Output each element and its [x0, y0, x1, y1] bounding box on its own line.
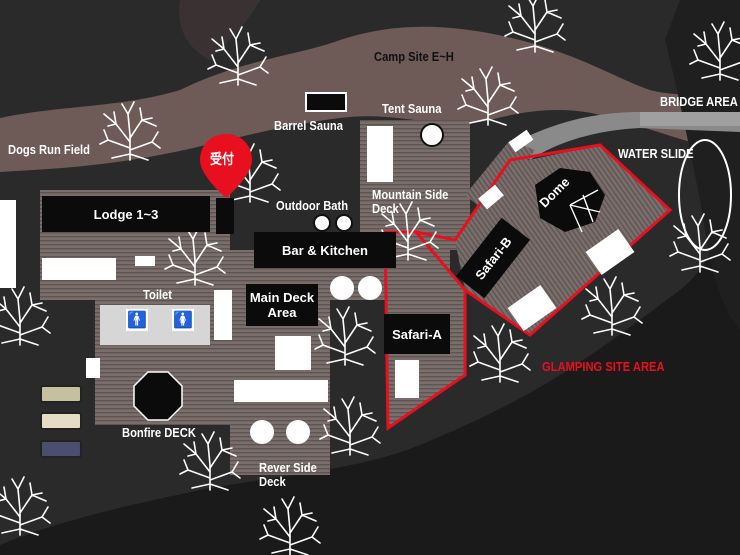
glamping-outline: [412, 143, 673, 337]
ground-band-upper: [0, 26, 740, 173]
lodge-annex: [42, 258, 116, 280]
river-deck-structure: [234, 380, 328, 402]
reception-label: 受付: [210, 151, 235, 167]
toilet-label: Toilet: [143, 287, 172, 302]
safari-a-tent[interactable]: Safari-A: [384, 314, 450, 354]
table-round-3: [250, 420, 274, 444]
river: [0, 190, 740, 555]
tent-sauna-round: [420, 123, 444, 147]
safari-a-label: Safari-A: [392, 326, 442, 342]
bar-kitchen-label: Bar & Kitchen: [282, 242, 368, 258]
table-round-1: [330, 276, 354, 300]
barrel-sauna-label: Barrel Sauna: [274, 118, 343, 133]
mountain-side-deck-label: Mountain Side Deck: [372, 187, 449, 216]
main-deck-building[interactable]: Main Deck Area: [246, 284, 318, 326]
bonfire-deck-label: Bonfire DECK: [122, 425, 196, 440]
stairs: [214, 290, 232, 340]
bonfire-pit[interactable]: [133, 371, 183, 421]
female-toilet-icon: 🚺: [172, 309, 194, 331]
bar-kitchen-building[interactable]: Bar & Kitchen: [254, 232, 396, 268]
glamping-deck: [455, 145, 670, 335]
parked-car: [40, 412, 82, 430]
barrel-sauna-building[interactable]: [305, 92, 347, 112]
parked-car: [40, 385, 82, 403]
river-side-deck-label: Rever Side Deck: [259, 460, 317, 489]
lodge-label: Lodge 1~3: [93, 206, 159, 222]
ground-band-top: [179, 0, 260, 60]
tent-sauna-label: Tent Sauna: [382, 101, 442, 116]
outdoor-bath-label: Outdoor Bath: [276, 198, 349, 213]
lodge-building[interactable]: Lodge 1~3: [42, 196, 210, 232]
main-deck-label: Main Deck Area: [249, 290, 315, 320]
camp-site-label: Camp Site E~H: [374, 49, 454, 64]
glamping-site-area-label: GLAMPING SITE AREA: [542, 359, 665, 374]
male-toilet-icon: 🚹: [126, 309, 148, 331]
dome-building: [535, 168, 605, 232]
river-right: [665, 0, 740, 330]
dogs-run-field-label: Dogs Run Field: [8, 142, 90, 157]
left-structure: [0, 200, 16, 288]
water-slide-pool: [678, 139, 732, 251]
table-round-2: [358, 276, 382, 300]
tent-sauna-building: [367, 126, 393, 182]
map-pin-icon[interactable]: [200, 134, 252, 198]
outdoor-bath-tub-2: [335, 214, 353, 232]
table-round-4: [286, 420, 310, 444]
bridge-walkway: [640, 112, 740, 126]
reception-building[interactable]: [216, 198, 234, 234]
safari-a-bed: [395, 360, 419, 398]
bridge-area-label: BRIDGE AREA: [660, 94, 738, 109]
water-slide-label: WATER SLIDE: [618, 146, 694, 161]
outdoor-bath-tub-1: [313, 214, 331, 232]
main-deck-table: [275, 336, 311, 370]
parked-car: [40, 440, 82, 458]
